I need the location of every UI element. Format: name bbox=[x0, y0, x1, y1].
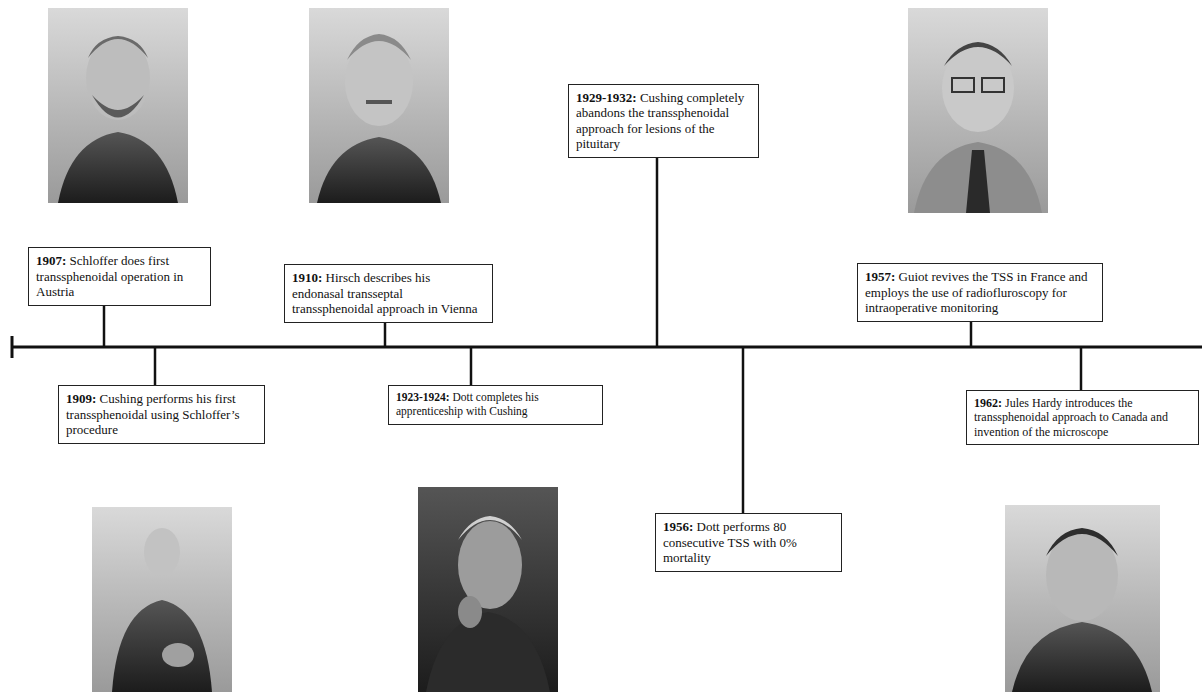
event-text: 1923-1924: Dott completes his apprentice… bbox=[396, 391, 595, 419]
portrait-photo bbox=[908, 8, 1048, 213]
axis-end-cap bbox=[11, 336, 14, 358]
portrait-photo bbox=[92, 507, 232, 692]
event-text: 1929-1932: Cushing completely abandons t… bbox=[576, 90, 751, 152]
portrait-photo bbox=[48, 8, 188, 203]
event-box: 1957: Guiot revives the TSS in France an… bbox=[857, 263, 1103, 322]
event-text: 1957: Guiot revives the TSS in France an… bbox=[865, 269, 1095, 316]
event-box: 1962: Jules Hardy introduces the transsp… bbox=[966, 390, 1199, 445]
portrait-photo bbox=[418, 487, 558, 692]
event-text: 1907: Schloffer does first transsphenoid… bbox=[36, 253, 203, 300]
event-box: 1910: Hirsch describes his endonasal tra… bbox=[284, 264, 493, 323]
event-box: 1923-1924: Dott completes his apprentice… bbox=[388, 385, 603, 425]
portrait-photo bbox=[1005, 505, 1160, 692]
event-text: 1956: Dott performs 80 consecutive TSS w… bbox=[663, 519, 834, 566]
event-box: 1929-1932: Cushing completely abandons t… bbox=[568, 84, 759, 158]
event-text: 1909: Cushing performs his first transsp… bbox=[66, 391, 257, 438]
portrait-photo bbox=[309, 8, 449, 203]
timeline-axis bbox=[12, 346, 1202, 349]
event-text: 1910: Hirsch describes his endonasal tra… bbox=[292, 270, 485, 317]
event-box: 1956: Dott performs 80 consecutive TSS w… bbox=[655, 513, 842, 572]
event-box: 1909: Cushing performs his first transsp… bbox=[58, 385, 265, 444]
event-box: 1907: Schloffer does first transsphenoid… bbox=[28, 247, 211, 306]
event-text: 1962: Jules Hardy introduces the transsp… bbox=[974, 396, 1191, 439]
